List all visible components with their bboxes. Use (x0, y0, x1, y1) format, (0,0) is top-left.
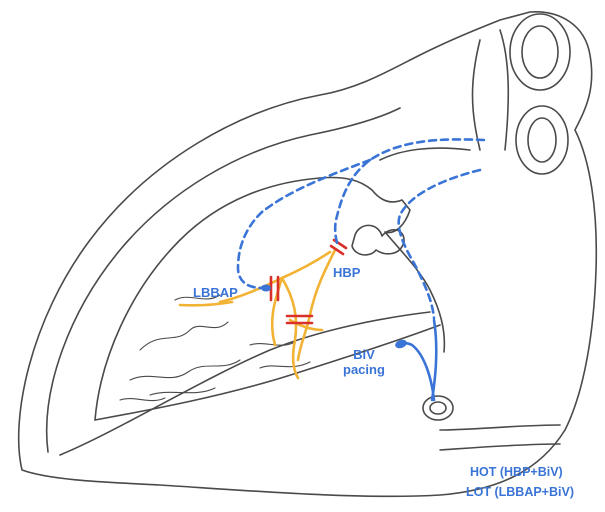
valve-cusps (352, 225, 404, 255)
ventricle-top-contour (60, 312, 430, 455)
aorta-ring-2 (516, 106, 568, 174)
trabeculae-texture (120, 295, 310, 401)
bottom-vein (440, 425, 560, 450)
cs-ostium (423, 396, 453, 420)
lv-cavity-outline (95, 178, 444, 421)
lot-legend-label: LOT (LBBAP+BiV) (466, 485, 574, 499)
lead-tips (261, 285, 408, 350)
biv-label-line2: pacing (343, 363, 385, 378)
biv-label-line1: BiV (343, 348, 385, 363)
hbp-label: HBP (333, 266, 360, 281)
biv-lead-solid (398, 320, 436, 400)
biv-pacing-label: BiV pacing (343, 348, 385, 378)
lv-floor-outline (95, 325, 440, 420)
heart-outline-icon (19, 12, 597, 497)
aorta-ring-1-inner (522, 26, 558, 78)
conduction-system (180, 250, 335, 378)
aorta-ring-2-inner (528, 118, 556, 162)
cs-ostium-inner (430, 402, 446, 414)
lbbap-label: LBBAP (193, 286, 238, 301)
lead-tip-marker-icon (261, 285, 271, 292)
biv-lead-dashed (399, 170, 480, 318)
hot-legend-label: HOT (HBP+BiV) (470, 465, 563, 479)
left-bundle-lower (282, 278, 298, 378)
left-bundle-posterior (180, 302, 232, 305)
